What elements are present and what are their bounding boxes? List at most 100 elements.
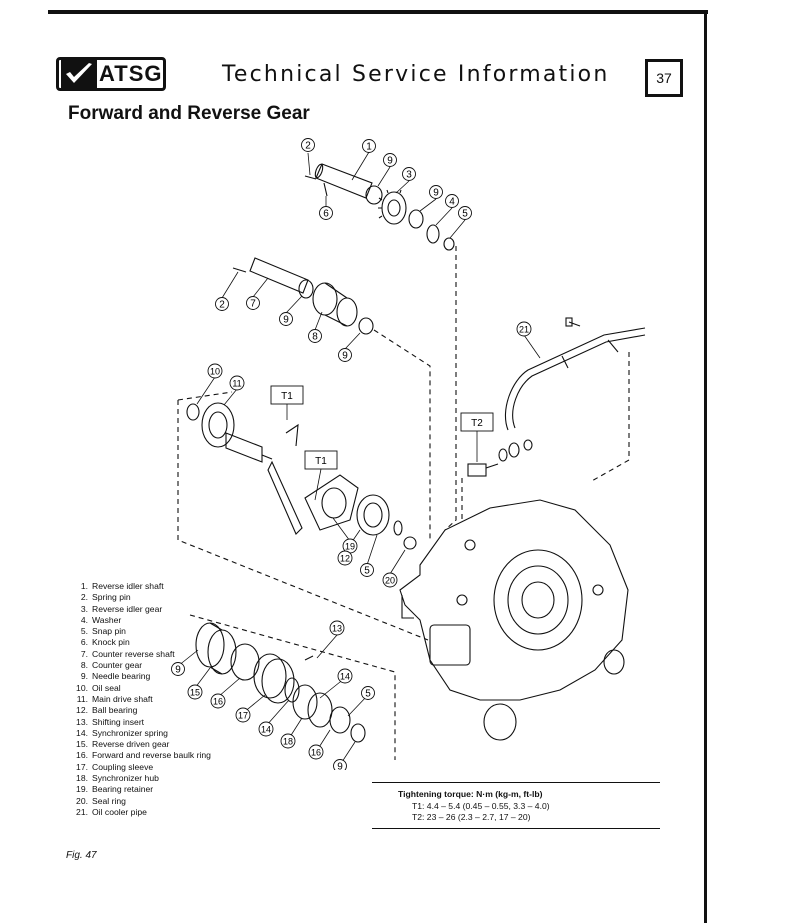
legend-item: 7. Counter reverse shaft	[66, 649, 211, 660]
legend-item-number: 9.	[80, 671, 88, 682]
svg-text:7: 7	[250, 299, 256, 310]
svg-text:14: 14	[340, 672, 350, 682]
svg-text:9: 9	[433, 188, 439, 199]
torque-box-t2: T2	[460, 412, 494, 462]
svg-text:11: 11	[232, 379, 241, 389]
legend-item: 19.Bearing retainer	[66, 784, 211, 795]
svg-text:15: 15	[190, 688, 200, 698]
legend-item-label: Bearing retainer	[92, 784, 154, 795]
bolt-part	[467, 463, 499, 477]
callout-11: 11	[229, 375, 245, 391]
callout-1: 1	[362, 139, 376, 153]
spring-pin-part-2	[232, 267, 247, 273]
legend-item-label: Oil seal	[92, 682, 121, 693]
svg-text:5: 5	[462, 209, 468, 220]
callout-3: 3	[402, 167, 416, 181]
svg-text:5: 5	[364, 566, 370, 577]
section-title: Forward and Reverse Gear	[68, 103, 310, 124]
legend-item-number: 1.	[80, 581, 88, 591]
svg-text:16: 16	[213, 697, 223, 707]
legend-item-number: 12.	[76, 705, 88, 716]
callout-12: 12	[337, 550, 353, 566]
legend-item-label: Shifting insert	[92, 716, 145, 727]
callout-9-d: 9	[338, 348, 352, 362]
svg-text:13: 13	[332, 624, 342, 634]
legend-item: 14.Synchronizer spring	[66, 728, 211, 739]
legend-item: 13.Shifting insert	[66, 717, 211, 728]
svg-text:10: 10	[210, 367, 220, 377]
svg-text:19: 19	[345, 542, 355, 552]
legend-item: 15.Reverse driven gear	[66, 739, 211, 750]
legend-item: 8.Counter gear	[66, 660, 211, 671]
page-number: 37	[645, 59, 683, 97]
torque-box-t1-upper: T1	[270, 385, 304, 420]
spring-pin-part	[304, 175, 317, 180]
callout-9-f: 9	[333, 759, 347, 770]
callout-14-a: 14	[258, 721, 274, 737]
callout-2-mid: 2	[215, 297, 229, 311]
callout-labels: 2 1 9 3 9 4 5 6 2 7 9 8 9 21 10 11 19 12…	[171, 138, 532, 770]
legend-item: 20.Seal ring	[66, 796, 211, 807]
svg-text:20: 20	[385, 576, 395, 586]
callout-20: 20	[382, 572, 398, 588]
legend-item: 10.Oil seal	[66, 683, 211, 694]
svg-text:18: 18	[283, 737, 293, 747]
bearing-retainer-part	[304, 474, 359, 531]
callout-16-b: 16	[308, 744, 324, 760]
baulk-ring-part-2	[329, 706, 351, 734]
callout-7: 7	[246, 296, 260, 310]
legend-item: 4.Washer	[66, 615, 211, 626]
legend-item-number: 7.	[80, 648, 88, 659]
shifting-insert-part	[304, 655, 314, 661]
main-drive-shaft-part	[201, 402, 273, 463]
legend-item-label: Ball bearing	[92, 705, 138, 716]
legend-item: 6.Knock pin	[66, 637, 211, 648]
knock-pin-part	[323, 182, 328, 197]
svg-text:9: 9	[342, 351, 348, 362]
legend-item-number: 16.	[76, 750, 88, 761]
legend-item: 11.Main drive shaft	[66, 694, 211, 705]
legend-item: 21.Oil cooler pipe	[66, 807, 211, 818]
synchronizer-hub-part	[292, 684, 333, 728]
svg-text:16: 16	[311, 748, 321, 758]
legend-item-number: 11.	[76, 693, 88, 704]
legend-item: 17.Coupling sleeve	[66, 762, 211, 773]
svg-text:17: 17	[238, 711, 248, 721]
legend-item-number: 20.	[76, 795, 88, 806]
legend-item-number: 8.	[80, 660, 88, 671]
oil-cooler-pipe-part	[504, 327, 646, 431]
svg-text:9: 9	[283, 315, 289, 326]
shift-lever-part	[267, 460, 303, 535]
needle-bearing-part	[365, 185, 383, 205]
reverse-idler-shaft-part	[314, 163, 373, 199]
svg-text:9: 9	[175, 665, 181, 676]
snap-ring-part	[393, 520, 403, 536]
callout-13: 13	[329, 620, 345, 636]
case-seal-part	[603, 649, 625, 675]
legend-item: 3.Reverse idler gear	[66, 604, 211, 615]
legend-item-label: Oil cooler pipe	[92, 806, 147, 817]
callout-5-b: 5	[360, 563, 374, 577]
callout-14-b: 14	[337, 668, 353, 684]
svg-text:4: 4	[449, 197, 455, 208]
legend-item-label: Synchronizer hub	[92, 773, 159, 784]
needle-bearing-part-5	[350, 723, 366, 743]
legend-item-number: 17.	[76, 761, 88, 772]
legend-item-number: 18.	[76, 773, 88, 784]
figure-caption: Fig. 47	[66, 850, 97, 861]
legend-item: 2.Spring pin	[66, 592, 211, 603]
legend-item-number: 5.	[80, 626, 88, 637]
legend-item: 1.Reverse idler shaft	[66, 581, 211, 592]
legend-item: 16.Forward and reverse baulk ring	[66, 750, 211, 761]
atsg-logo: ATSG	[56, 57, 166, 91]
oil-seal-part	[186, 403, 200, 421]
legend-item-label: Counter reverse shaft	[92, 648, 175, 659]
callout-5-a: 5	[458, 206, 472, 220]
legend-item-label: Reverse driven gear	[92, 739, 170, 750]
legend-item-label: Washer	[92, 614, 122, 625]
callout-9-c: 9	[279, 312, 293, 326]
checkmark-icon	[61, 60, 97, 88]
callout-17: 17	[235, 707, 251, 723]
right-border-rule	[704, 10, 707, 923]
callout-8: 8	[308, 329, 322, 343]
